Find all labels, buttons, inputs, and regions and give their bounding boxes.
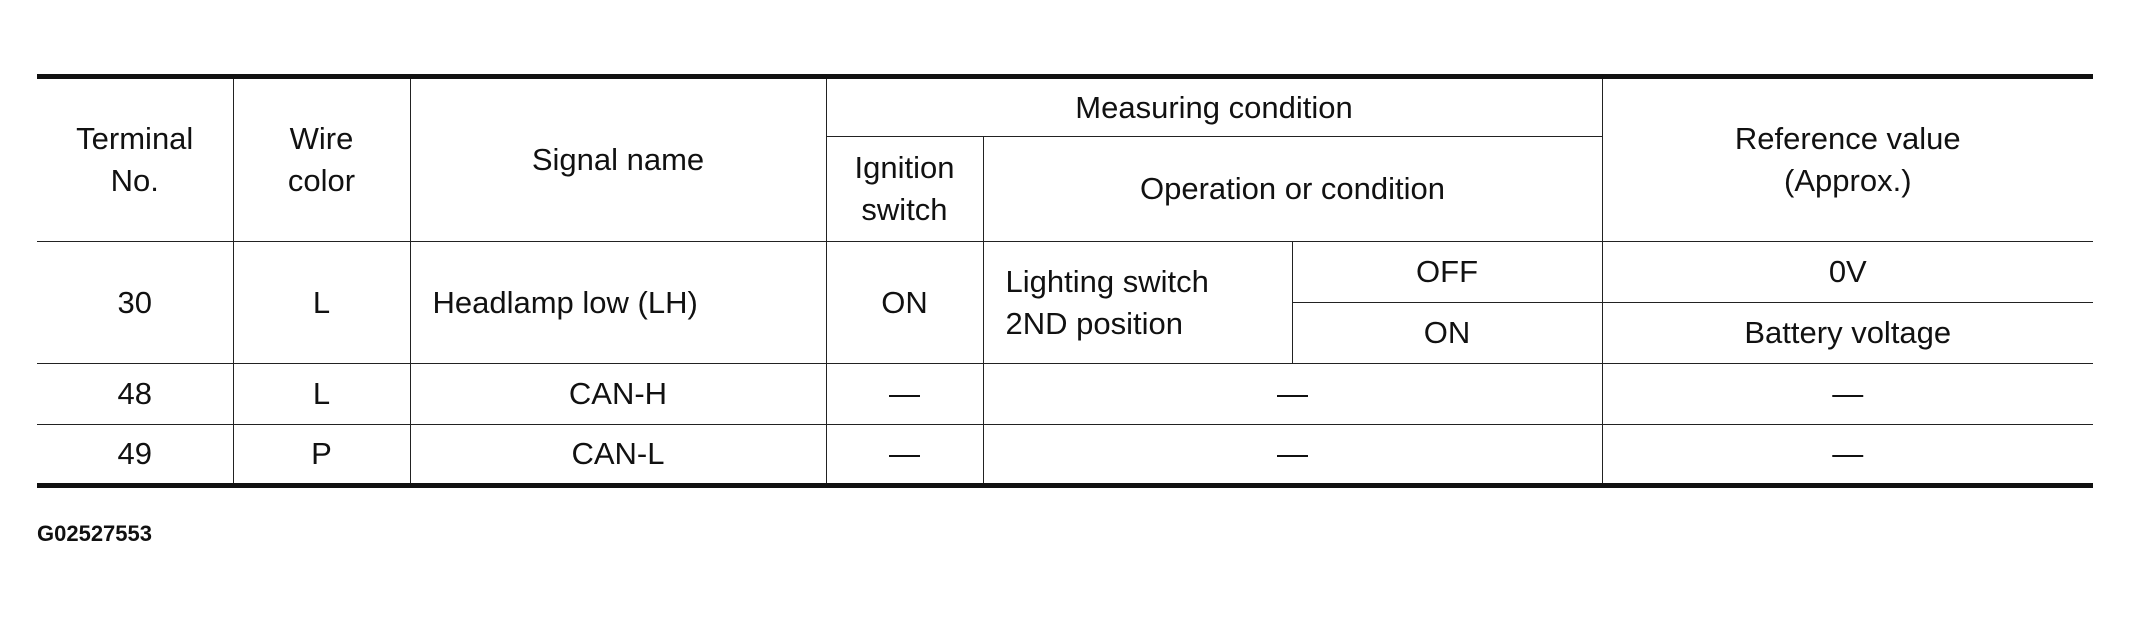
cell-signal-name: CAN-L <box>409 424 827 486</box>
header-wire-color-line1: Wire <box>289 121 354 156</box>
cell-signal-name: Headlamp low (LH) <box>409 241 827 364</box>
cell-condition-state: ON <box>1292 302 1603 364</box>
cell-operation: Lighting switch 2ND position <box>982 241 1293 364</box>
cell-operation-line2: 2ND position <box>1005 305 1183 341</box>
header-reference-value-line2: (Approx.) <box>1784 163 1912 198</box>
cell-wire-color: L <box>232 241 411 364</box>
cell-operation: — <box>982 363 1603 425</box>
cell-terminal: 48 <box>37 363 234 425</box>
cell-reference-value: — <box>1601 424 2094 486</box>
cell-ignition-switch: ON <box>825 241 984 364</box>
header-terminal-no: Terminal No. <box>37 76 234 242</box>
header-reference-value: Reference value (Approx.) <box>1601 76 2094 242</box>
cell-wire-color: P <box>232 424 411 486</box>
cell-reference-value: Battery voltage <box>1601 302 2094 364</box>
cell-ignition-switch: — <box>825 363 984 425</box>
cell-terminal: 49 <box>37 424 234 486</box>
cell-reference-value: — <box>1601 363 2094 425</box>
table-row: 48 L CAN-H — — — <box>37 363 2094 425</box>
header-ignition-switch-line2: switch <box>861 192 948 227</box>
header-row-1: Terminal No. Wire color Signal name Meas… <box>37 76 2094 242</box>
cell-signal-name: CAN-H <box>409 363 827 425</box>
header-signal-name: Signal name <box>409 76 827 242</box>
table-row: 49 P CAN-L — — — <box>37 424 2094 486</box>
header-row-2: Ignition switch Operation or condition <box>37 136 2093 242</box>
cell-operation-line1: Lighting switch <box>1005 263 1209 299</box>
terminal-reference-table-wrap: Terminal No. Wire color Signal name Meas… <box>37 74 2094 488</box>
header-wire-color-line2: color <box>287 163 356 198</box>
header-operation-or-condition: Operation or condition <box>982 136 1603 242</box>
cell-condition-state: OFF <box>1291 241 1603 303</box>
terminal-reference-table: Terminal No. Wire color Signal name Meas… <box>37 74 2094 488</box>
cell-terminal: 30 <box>37 241 234 364</box>
header-terminal-no-line1: Terminal <box>76 121 194 156</box>
cell-reference-value: 0V <box>1601 241 2094 303</box>
header-ignition-switch-line1: Ignition <box>854 150 955 185</box>
cell-wire-color: L <box>232 363 411 425</box>
header-terminal-no-line2: No. <box>110 163 159 198</box>
header-ignition-switch: Ignition switch <box>826 136 984 242</box>
table-row: 30 L Headlamp low (LH) ON Lighting switc… <box>37 241 2094 364</box>
cell-operation: — <box>982 424 1603 486</box>
header-wire-color: Wire color <box>232 76 411 242</box>
header-reference-value-line1: Reference value <box>1734 121 1961 156</box>
header-measuring-condition: Measuring condition <box>825 76 1603 137</box>
image-id-label: G02527553 <box>37 521 152 546</box>
cell-ignition-switch: — <box>825 424 984 486</box>
